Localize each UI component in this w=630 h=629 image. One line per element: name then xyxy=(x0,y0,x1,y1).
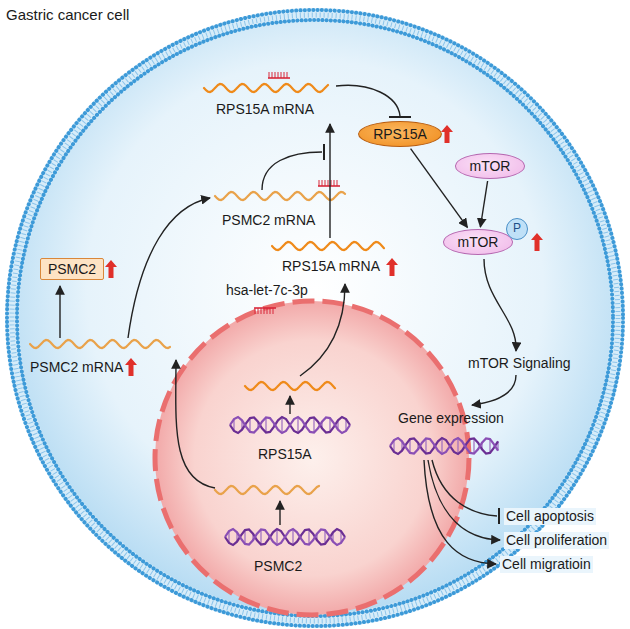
mirna-base xyxy=(284,72,285,78)
mirna-base xyxy=(258,308,259,314)
increase-arrow xyxy=(531,233,543,251)
mirna-base xyxy=(255,308,256,314)
arrow xyxy=(128,198,210,338)
dna-strand xyxy=(225,529,345,545)
arrow xyxy=(472,375,516,405)
dna-rung xyxy=(276,529,277,545)
mirna-base xyxy=(264,308,265,314)
arrow xyxy=(59,286,60,338)
increase-arrow xyxy=(386,258,398,276)
phosphate-circle: P xyxy=(506,218,528,240)
diagram-title: Gastric cancer cell xyxy=(6,6,129,23)
membrane-heads xyxy=(17,20,613,616)
mirna-base xyxy=(275,72,276,78)
inhibition-bar xyxy=(323,144,325,160)
mrna-strand xyxy=(215,192,345,200)
mirna-base xyxy=(337,180,338,186)
text-label: Cell proliferation xyxy=(504,532,609,549)
mirna-base xyxy=(334,180,335,186)
text-label: PSMC2 mRNA xyxy=(30,359,123,376)
mrna-strand xyxy=(30,340,170,348)
dna-rung xyxy=(308,529,309,544)
dna-strand xyxy=(225,529,345,545)
mirna-base xyxy=(325,180,326,186)
arrow xyxy=(289,396,290,414)
mirna-base xyxy=(278,72,279,78)
cytoplasm xyxy=(19,22,611,614)
dna-strand xyxy=(390,438,498,454)
mirna-base xyxy=(319,180,320,186)
dna-rung xyxy=(425,438,426,453)
text-label: RPS15A xyxy=(258,446,312,463)
protein-ellipse: mTOR xyxy=(443,229,514,255)
dna-rung xyxy=(281,417,282,433)
dna-rung xyxy=(441,438,442,454)
dna-strand xyxy=(390,438,498,454)
node-text: PSMC2 xyxy=(48,261,96,277)
node-text: mTOR xyxy=(458,234,499,250)
nucleus xyxy=(155,301,469,615)
arrow xyxy=(424,460,496,564)
text-label: hsa-let-7c-3p xyxy=(226,282,308,299)
mrna-strand xyxy=(204,84,328,92)
node-text: mTOR xyxy=(470,158,511,174)
dna-strand xyxy=(230,417,350,433)
mirna-base xyxy=(270,308,271,314)
mirna-base xyxy=(269,72,270,78)
protein-box: PSMC2 xyxy=(40,258,104,280)
arrow xyxy=(329,124,330,238)
text-label: PSMC2 mRNA xyxy=(222,212,315,229)
arrow xyxy=(484,259,516,351)
mirna-base xyxy=(281,72,282,78)
node-text: RPS15A xyxy=(373,126,427,142)
inhibition-line xyxy=(432,460,497,516)
dna-rung xyxy=(473,438,474,453)
text-label: PSMC2 xyxy=(254,558,302,575)
mrna-strand xyxy=(245,382,335,390)
increase-arrow xyxy=(105,260,117,278)
text-label: RPS15A mRNA xyxy=(282,258,380,275)
membrane-tails xyxy=(12,15,618,621)
dna-strand xyxy=(230,417,350,433)
protein-ellipse: RPS15A xyxy=(358,121,442,147)
dna-rung xyxy=(297,417,298,433)
mirna-base xyxy=(287,72,288,78)
node-text: P xyxy=(507,219,527,238)
mirna-base xyxy=(273,308,274,314)
dna-rung xyxy=(260,529,261,544)
arrow xyxy=(279,501,280,525)
mrna-strand xyxy=(272,242,384,250)
text-label: RPS15A mRNA xyxy=(216,101,314,118)
text-label: mTOR Signaling xyxy=(468,355,570,372)
dna-rung xyxy=(457,438,458,454)
connector-arrow xyxy=(480,181,487,227)
increase-arrow xyxy=(125,358,137,376)
membrane-heads xyxy=(7,10,623,626)
protein-ellipse: mTOR xyxy=(455,153,526,179)
text-label: Cell migratioin xyxy=(500,556,593,573)
mirna-base xyxy=(322,180,323,186)
inhibition-bar xyxy=(389,116,411,118)
arrow xyxy=(176,360,215,488)
cell-membrane xyxy=(5,8,625,628)
mirna-base xyxy=(261,308,262,314)
text-label: Gene expression xyxy=(398,410,504,427)
text-label: Cell apoptosis xyxy=(504,508,596,525)
dna-rung xyxy=(265,417,266,432)
mirna-base xyxy=(272,72,273,78)
mrna-strand xyxy=(215,486,319,494)
increase-arrow xyxy=(441,125,453,143)
mirna-base xyxy=(328,180,329,186)
inhibition-bar xyxy=(498,508,500,524)
mirna-base xyxy=(267,308,268,314)
inhibition-line xyxy=(262,152,322,190)
dna-rung xyxy=(292,529,293,545)
inhibition-line xyxy=(336,85,400,116)
dna-rung xyxy=(313,417,314,432)
